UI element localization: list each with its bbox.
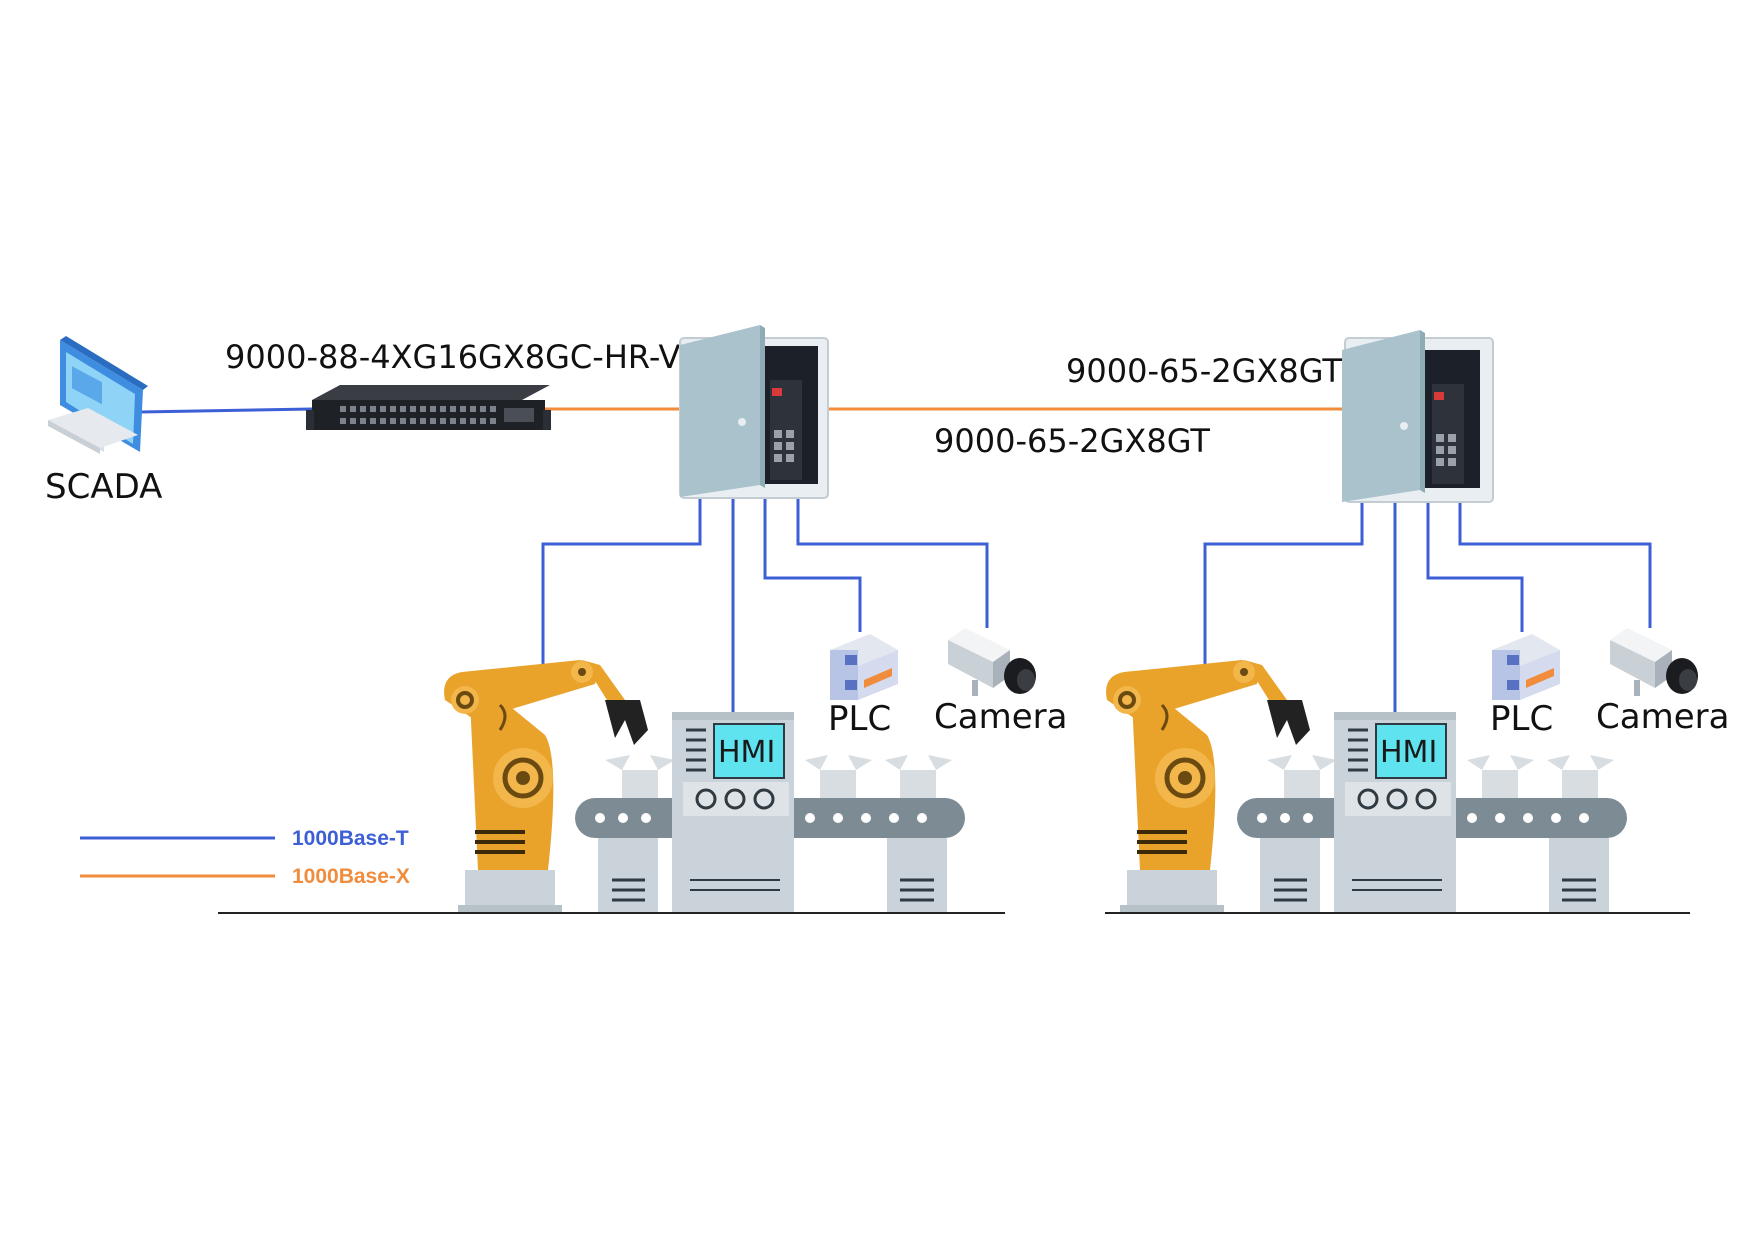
product-box bbox=[1467, 755, 1534, 798]
plc-icon bbox=[830, 634, 898, 700]
core-switch-label: 9000-88-4XG16GX8GC-HR-V bbox=[225, 338, 680, 376]
link-cab2-plc bbox=[1426, 502, 1524, 632]
camera-label: Camera bbox=[1596, 697, 1729, 737]
hmi-label: HMI bbox=[1380, 735, 1437, 770]
robot-arm-icon bbox=[444, 660, 648, 913]
plc-icon bbox=[1492, 634, 1560, 700]
link-cab1-plc bbox=[763, 497, 862, 632]
plc-label: PLC bbox=[828, 699, 891, 739]
product-box bbox=[1267, 755, 1337, 798]
link-cab2-robot bbox=[1203, 502, 1364, 670]
hmi-machine-icon bbox=[672, 712, 794, 912]
links bbox=[139, 407, 1652, 713]
core-switch-icon bbox=[306, 385, 551, 430]
scada-label: SCADA bbox=[45, 467, 162, 507]
camera-label: Camera bbox=[934, 697, 1067, 737]
cabinet-1-label: 9000-65-2GX8GT bbox=[934, 422, 1210, 460]
hmi-label: HMI bbox=[718, 735, 775, 770]
legend-label-copper: 1000Base-T bbox=[292, 827, 409, 850]
product-box bbox=[605, 755, 675, 798]
cabinet-2-icon bbox=[1342, 330, 1494, 503]
link-cab2-camera bbox=[1458, 502, 1652, 628]
plc-label: PLC bbox=[1490, 699, 1553, 739]
legend: 1000Base-T 1000Base-X bbox=[80, 827, 410, 888]
legend-label-fiber: 1000Base-X bbox=[292, 865, 410, 888]
camera-icon bbox=[1610, 628, 1698, 696]
production-cell-2: HMI PLC Camera bbox=[1106, 628, 1729, 913]
product-box bbox=[885, 755, 952, 798]
scada-computer-icon bbox=[48, 336, 148, 454]
hmi-machine-icon bbox=[1334, 712, 1456, 912]
link-cab1-robot bbox=[541, 497, 702, 670]
cabinet-2-label: 9000-65-2GX8GT bbox=[1066, 352, 1342, 390]
product-box bbox=[1547, 755, 1614, 798]
link-cab1-camera bbox=[796, 497, 989, 628]
product-box bbox=[805, 755, 872, 798]
production-cell-1: HMI PLC Camera bbox=[444, 628, 1067, 913]
cabinet-1-icon bbox=[679, 325, 829, 499]
robot-arm-icon bbox=[1106, 660, 1310, 913]
camera-icon bbox=[948, 628, 1036, 696]
link-scada-core bbox=[139, 407, 313, 414]
